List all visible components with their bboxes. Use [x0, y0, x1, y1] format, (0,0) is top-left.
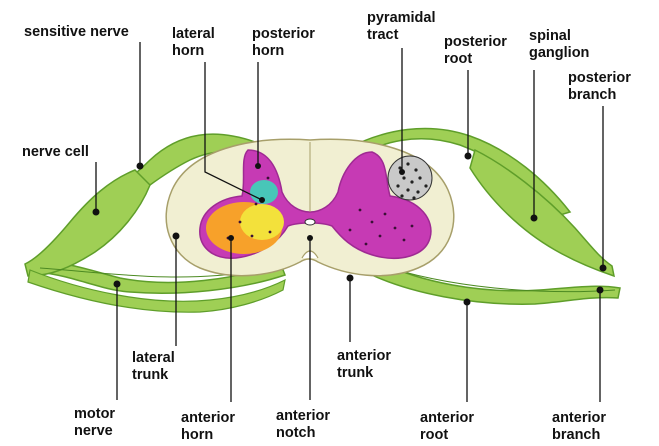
leader-dot-motor-nerve — [114, 281, 121, 288]
label-lateral-horn: lateral horn — [172, 26, 219, 59]
leader-dot-nerve-cell — [93, 209, 100, 216]
leader-dot-posterior-branch — [600, 265, 607, 272]
leader-dot-anterior-trunk — [347, 275, 354, 282]
leader-dot-posterior-horn — [255, 163, 261, 169]
leader-dot-anterior-root — [464, 299, 471, 306]
leader-dot-pyramidal-tract — [399, 169, 405, 175]
leader-dot-posterior-root — [465, 153, 472, 160]
leader-dot-sensitive-nerve — [137, 163, 144, 170]
label-anterior-horn: anterior horn — [181, 410, 239, 443]
pyramidal-tract-area — [388, 156, 432, 200]
leader-dot-anterior-notch — [307, 235, 313, 241]
label-motor-nerve: motor nerve — [74, 406, 119, 439]
leader-dot-anterior-branch — [597, 287, 604, 294]
label-posterior-horn: posterior horn — [252, 26, 319, 59]
label-anterior-root: anterior root — [420, 410, 478, 443]
label-pyramidal-tract: pyramidal tract — [367, 10, 440, 43]
leader-dot-spinal-ganglion — [531, 215, 538, 222]
label-posterior-branch: posterior branch — [568, 70, 635, 103]
central-canal — [305, 219, 315, 225]
label-sensitive-nerve: sensitive nerve — [24, 24, 129, 40]
label-lateral-trunk: lateral trunk — [132, 350, 179, 383]
right-spinal-ganglion — [470, 150, 614, 276]
anterior-horn-yellow — [240, 204, 284, 240]
left-nerve-trunk — [25, 170, 150, 276]
label-posterior-root: posterior root — [444, 34, 511, 67]
leader-dot-lateral-trunk — [173, 233, 180, 240]
leader-dot-anterior-horn — [228, 235, 234, 241]
label-anterior-branch: anterior branch — [552, 410, 610, 443]
label-spinal-ganglion: spinal ganglion — [529, 28, 589, 61]
label-anterior-trunk: anterior trunk — [337, 348, 395, 381]
label-anterior-notch: anterior notch — [276, 408, 334, 441]
label-nerve-cell: nerve cell — [22, 144, 89, 160]
leader-dot-lateral-horn — [259, 197, 265, 203]
